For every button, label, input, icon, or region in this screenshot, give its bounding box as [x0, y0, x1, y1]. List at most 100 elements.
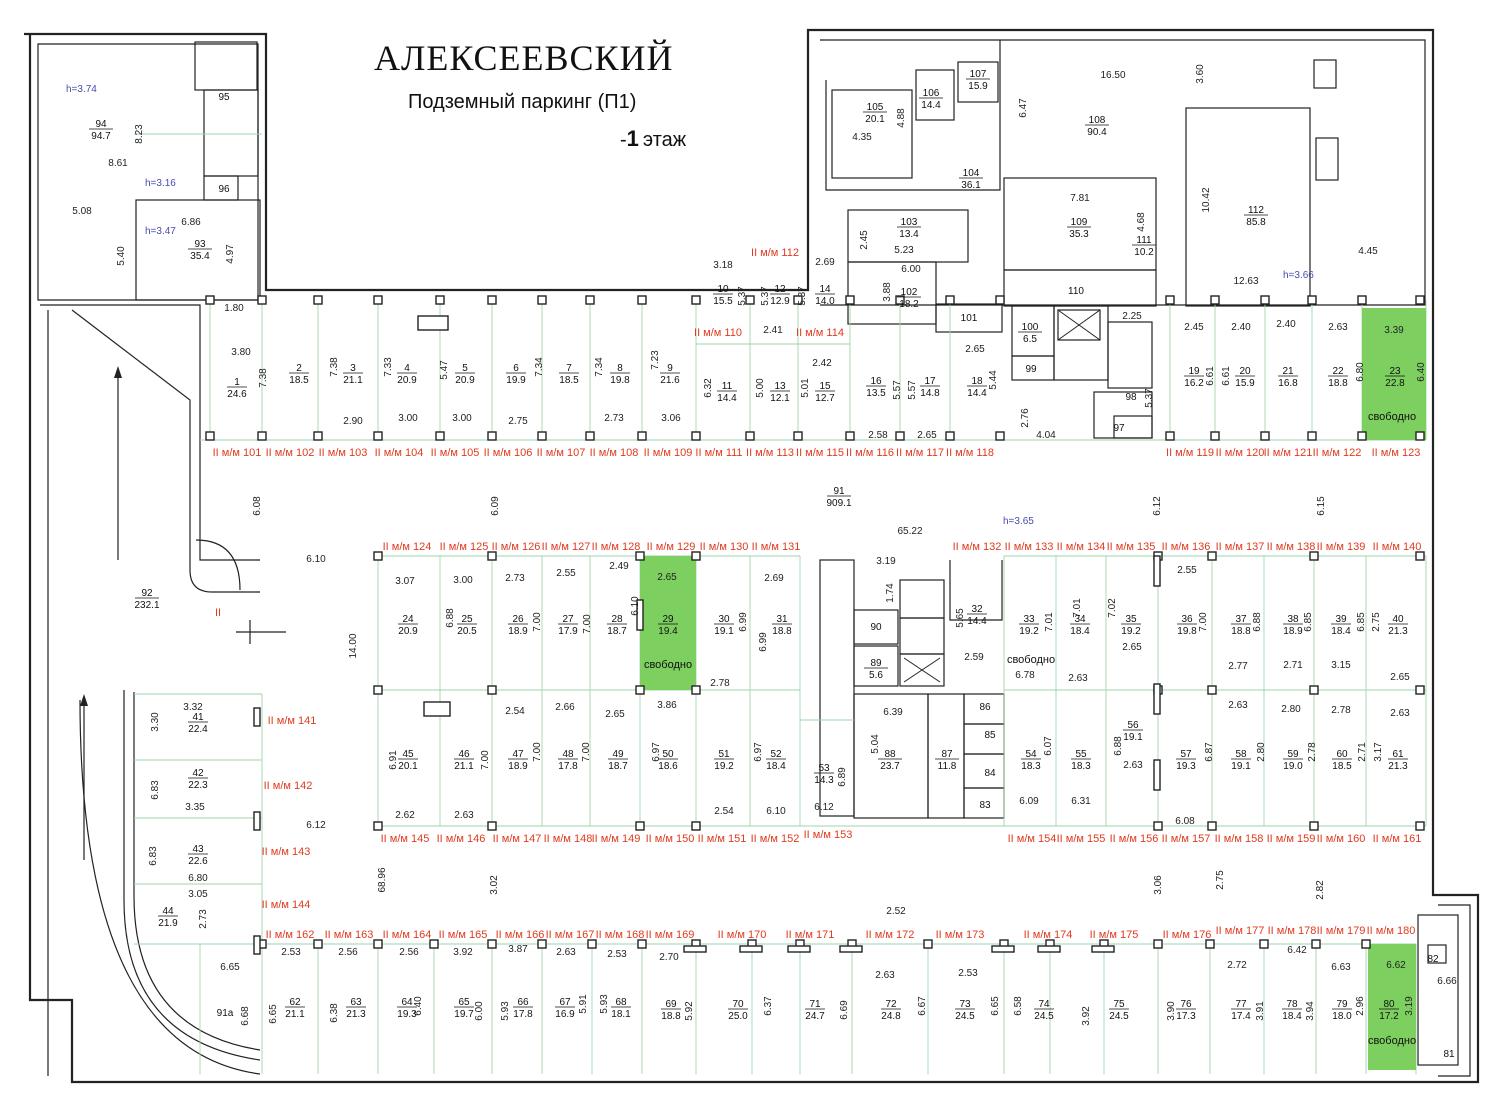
- bay-label: II м/м 176: [1163, 929, 1212, 941]
- parking-spot-9[interactable]: 921.6: [660, 363, 680, 386]
- parking-spot-4[interactable]: 420.9: [397, 363, 417, 386]
- dimension: 2.80: [1281, 704, 1301, 715]
- free-spot-80[interactable]: [1368, 944, 1416, 1070]
- room-98: 98: [1125, 392, 1137, 403]
- spot-number: 34: [1074, 614, 1086, 625]
- dimension: 3.60: [1195, 64, 1206, 84]
- parking-spot-7[interactable]: 718.5: [559, 363, 579, 386]
- parking-spot-5[interactable]: 520.9: [455, 363, 475, 386]
- dimension: 3.35: [185, 802, 205, 813]
- dimension: 5.44: [988, 370, 999, 390]
- room-number: 106: [923, 88, 940, 99]
- dimension: 7.81: [1070, 193, 1090, 204]
- parking-spot-1[interactable]: 124.6: [227, 377, 247, 400]
- dimension: 7.34: [534, 357, 545, 377]
- spot-number: 49: [612, 749, 624, 760]
- parking-spot-2[interactable]: 218.5: [289, 363, 309, 386]
- free-spot-29[interactable]: [640, 556, 696, 690]
- dimension: 6.69: [839, 1000, 850, 1020]
- dimension: 3.00: [452, 413, 472, 424]
- spot-area: 19.8: [1177, 626, 1197, 637]
- spot-area: 12.7: [815, 393, 835, 404]
- parking-spot-6[interactable]: 619.9: [506, 363, 526, 386]
- room-area: 23.7: [880, 761, 900, 772]
- dimension: 6.39: [883, 707, 903, 718]
- parking-spot-8[interactable]: 819.8: [610, 363, 630, 386]
- free-spot-23[interactable]: [1362, 308, 1426, 440]
- parking-spot-3[interactable]: 321.1: [343, 363, 363, 386]
